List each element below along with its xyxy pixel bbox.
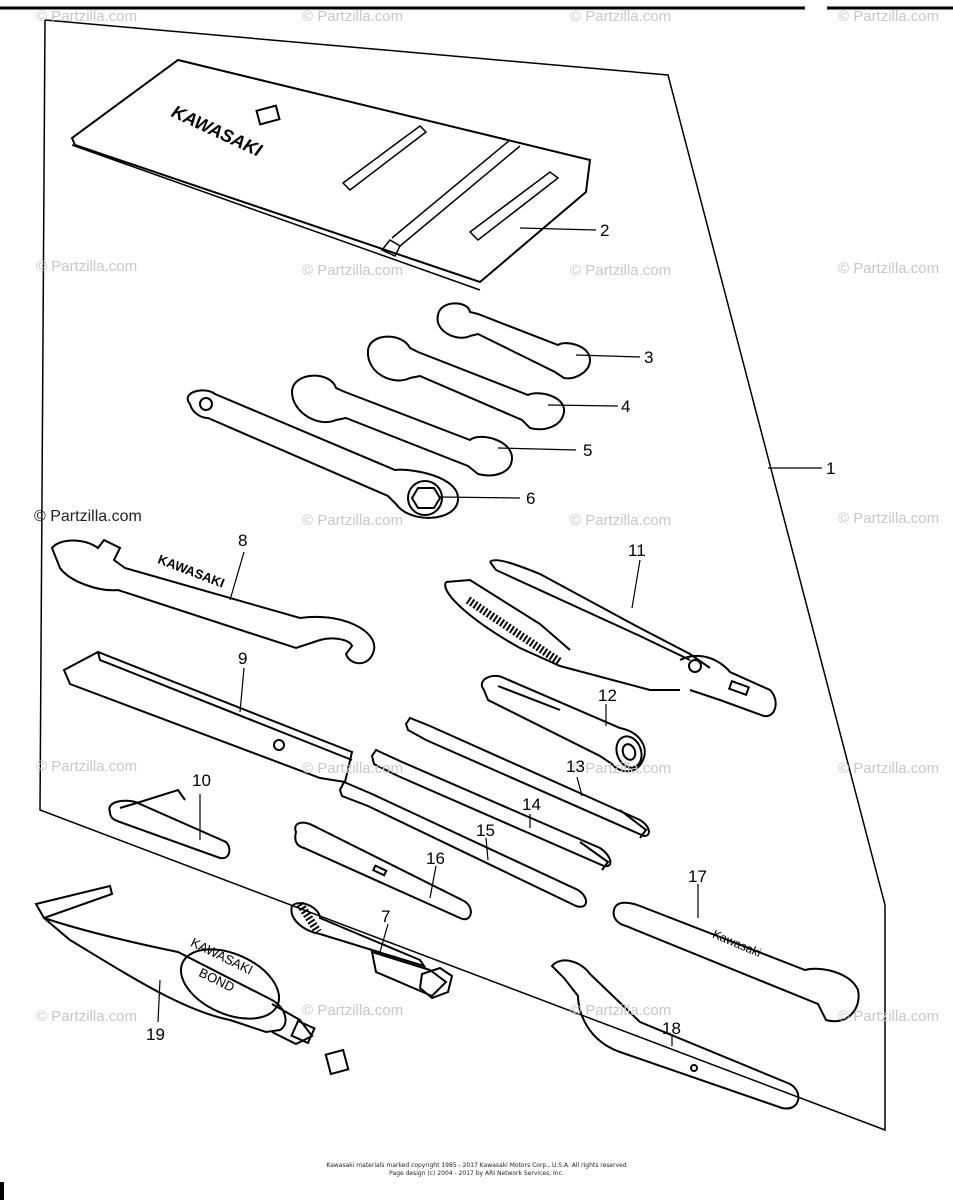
callout-18: 18 bbox=[662, 1019, 681, 1038]
watermark: © Partzilla.com bbox=[36, 8, 138, 25]
watermark: © Partzilla.com bbox=[36, 258, 138, 275]
watermark: © Partzilla.com bbox=[302, 512, 404, 529]
bag-brand-text: KAWASAKI bbox=[169, 101, 266, 161]
callout-11: 11 bbox=[628, 541, 646, 560]
spanner-wrench-8 bbox=[50, 538, 376, 665]
callout-12: 12 bbox=[598, 686, 617, 705]
callout-1: 1 bbox=[826, 459, 836, 478]
callout-10: 10 bbox=[192, 771, 211, 790]
callout-17: 17 bbox=[688, 867, 707, 886]
hook-spanner-18 bbox=[550, 959, 800, 1110]
callout-6: 6 bbox=[526, 489, 536, 508]
watermark: © Partzilla.com bbox=[838, 760, 940, 777]
socket-handle-12 bbox=[481, 674, 646, 773]
wrench-3 bbox=[436, 302, 592, 380]
flat-spanner-17 bbox=[612, 901, 860, 1023]
wrench17-brand-text: Kawasaki bbox=[711, 927, 764, 960]
callout-15: 15 bbox=[476, 821, 495, 840]
box-wrench-6 bbox=[186, 389, 460, 519]
screwdriver-13 bbox=[404, 716, 650, 839]
plug-socket-7 bbox=[290, 901, 454, 1000]
callout-2: 2 bbox=[600, 221, 610, 240]
callout-16: 16 bbox=[426, 849, 445, 868]
watermark: © Partzilla.com bbox=[838, 8, 940, 25]
callout-5: 5 bbox=[583, 441, 593, 460]
watermark: © Partzilla.com bbox=[302, 1002, 404, 1019]
callout-13: 13 bbox=[566, 757, 585, 776]
callout-4: 4 bbox=[621, 397, 631, 416]
watermark-prominent: © Partzilla.com bbox=[34, 508, 142, 525]
bond-tube-19 bbox=[34, 884, 350, 1076]
callout-8: 8 bbox=[238, 531, 248, 550]
bond-label-line1: KAWASAKI bbox=[188, 935, 255, 978]
bond-label-line2: BOND bbox=[197, 965, 237, 995]
leader-lines bbox=[157, 227, 822, 1046]
callout-19: 19 bbox=[146, 1025, 165, 1044]
watermark: © Partzilla.com bbox=[302, 262, 404, 279]
screwdriver-15 bbox=[338, 780, 587, 908]
screwdriver-14 bbox=[370, 748, 612, 871]
watermark: © Partzilla.com bbox=[838, 510, 940, 527]
watermark: © Partzilla.com bbox=[838, 260, 940, 277]
flat-tool-16 bbox=[294, 821, 472, 921]
watermark: © Partzilla.com bbox=[36, 1008, 138, 1025]
watermark: © Partzilla.com bbox=[570, 262, 672, 279]
hook-tool-10 bbox=[108, 788, 231, 860]
assembly-outline bbox=[39, 19, 886, 1132]
footer-copyright-line1: Kawasaki materials marked copyright 1985… bbox=[326, 1162, 627, 1169]
watermark: © Partzilla.com bbox=[302, 760, 404, 777]
callout-7: 7 bbox=[381, 907, 391, 926]
watermark: © Partzilla.com bbox=[838, 1008, 940, 1025]
watermark: © Partzilla.com bbox=[302, 8, 404, 25]
tool-bag bbox=[70, 58, 592, 291]
watermark: © Partzilla.com bbox=[570, 760, 672, 777]
wrench8-brand-text: KAWASAKI bbox=[156, 552, 227, 591]
watermark: © Partzilla.com bbox=[570, 8, 672, 25]
callout-9: 9 bbox=[238, 649, 248, 668]
watermark: © Partzilla.com bbox=[570, 512, 672, 529]
callout-14: 14 bbox=[522, 795, 541, 814]
callout-3: 3 bbox=[644, 348, 654, 367]
wrench-4 bbox=[366, 335, 566, 431]
footer-copyright-line2: Page design (c) 2004 - 2017 by ARI Netwo… bbox=[389, 1170, 564, 1177]
wrench-5 bbox=[290, 374, 514, 477]
edge-mark bbox=[0, 1182, 4, 1200]
pliers-11 bbox=[444, 559, 777, 718]
watermark: © Partzilla.com bbox=[36, 758, 138, 775]
watermark: © Partzilla.com bbox=[570, 1002, 672, 1019]
